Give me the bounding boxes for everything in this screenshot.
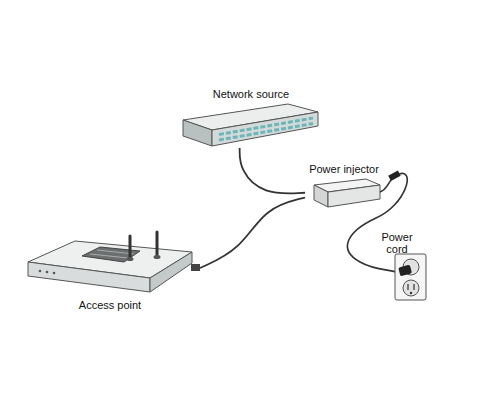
- outlet-slot: [413, 284, 414, 290]
- device-node: Access point: [20, 232, 200, 312]
- injector-front: [328, 185, 380, 207]
- switch-side: [183, 120, 212, 146]
- device-label: Access point: [79, 299, 141, 312]
- switch-front: [212, 112, 318, 146]
- device-node: Network source: [180, 88, 322, 148]
- injector-drawing: [314, 171, 401, 207]
- access-point-drawing: [28, 232, 200, 292]
- ap-antenna-base: [154, 255, 161, 259]
- outlet-ground: [410, 292, 412, 294]
- outlet-slot: [407, 284, 408, 290]
- ap-front: [28, 262, 150, 292]
- switch-ports: [219, 124, 313, 141]
- device-node: Power injector: [305, 163, 383, 211]
- injector-side: [314, 185, 328, 207]
- dc-plug: [388, 171, 401, 181]
- outlet-drawing: [347, 173, 426, 300]
- switch-drawing: [183, 104, 318, 146]
- rj45-plug: [191, 264, 200, 271]
- ap-antenna-base: [127, 257, 134, 261]
- network-cable: [200, 198, 305, 268]
- wall-outlet: [395, 254, 426, 300]
- ap-led: [39, 270, 42, 273]
- cord-label: Power cord: [375, 231, 419, 255]
- device-label: Network source: [213, 88, 289, 101]
- ap-led: [53, 272, 56, 275]
- ap-antenna: [156, 232, 159, 256]
- ap-grille-line: [90, 254, 128, 258]
- ap-led: [46, 271, 49, 274]
- mains-plug: [398, 265, 412, 277]
- device-label: Power injector: [309, 163, 379, 176]
- ap-side: [150, 252, 192, 292]
- ap-grille-line: [97, 250, 134, 254]
- network-cable: [240, 148, 305, 193]
- ap-antenna: [129, 236, 132, 258]
- dc-lead: [380, 180, 391, 192]
- outlet-socket: [403, 280, 419, 296]
